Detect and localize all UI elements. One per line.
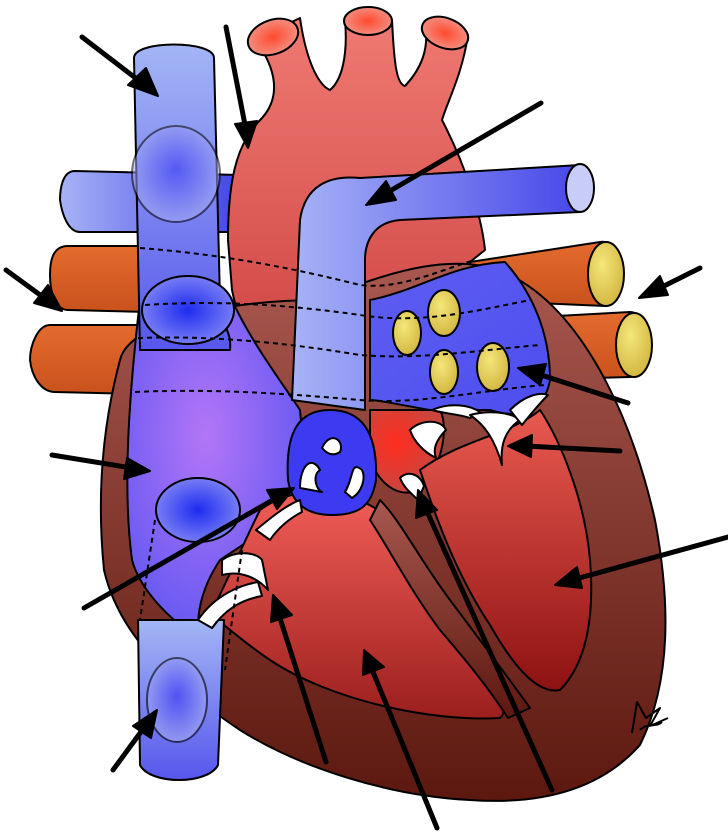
- pulmonary-artery-opening: [566, 164, 594, 212]
- pulmonary-valve: [288, 410, 377, 515]
